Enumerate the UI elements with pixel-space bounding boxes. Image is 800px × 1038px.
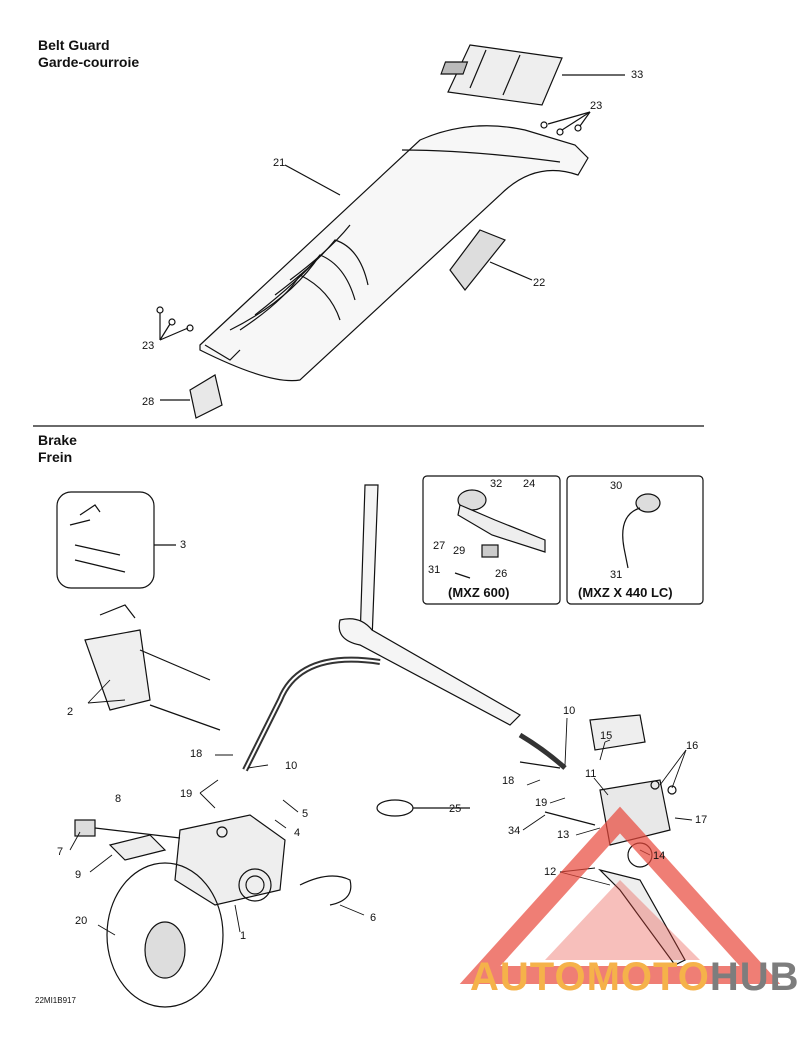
callout-8: 8 (115, 793, 122, 805)
callout-10-right: 10 (563, 705, 576, 717)
callout-29: 29 (453, 545, 466, 557)
callout-18-left: 18 (190, 748, 203, 760)
bracket-28 (160, 374, 223, 419)
brake-title-en: Brake (38, 432, 77, 448)
callout-28: 28 (142, 396, 155, 408)
brake-title: Brake Frein (38, 432, 77, 466)
leader-lines (69, 679, 693, 936)
brake-disc-20 (106, 862, 224, 1008)
callout-4: 4 (294, 827, 301, 839)
variant-mxzx440: (MXZ X 440 LC) (578, 585, 673, 600)
brake-title-fr: Frein (38, 449, 73, 465)
callout-32: 32 (490, 478, 503, 490)
callout-33: 33 (631, 69, 644, 81)
watermark-logo: AUTOMOTOHUB (470, 955, 800, 1000)
belt-guard-title-en: Belt Guard (38, 37, 110, 53)
callout-1: 1 (240, 930, 247, 942)
inset-mxzx440 (566, 475, 704, 605)
callout-10-left: 10 (285, 760, 298, 772)
callout-31-mxzx440: 31 (610, 569, 623, 581)
callout-24: 24 (523, 478, 536, 490)
callout-22: 22 (533, 277, 546, 289)
callout-15: 15 (600, 730, 613, 742)
callout-6: 6 (370, 912, 377, 924)
callout-34: 34 (508, 825, 521, 837)
callout-23-top: 23 (590, 100, 603, 112)
callout-14: 14 (653, 850, 666, 862)
belt-guard-title-fr: Garde-courroie (38, 54, 140, 70)
callout-7: 7 (57, 846, 64, 858)
lever-7-9 (74, 819, 181, 861)
callout-11: 11 (585, 768, 597, 780)
inset-pins-3 (56, 491, 176, 589)
caliper-1 (174, 814, 286, 906)
callout-18-right: 18 (502, 775, 515, 787)
callout-31-mxz600: 31 (428, 564, 441, 576)
decal-33 (440, 44, 625, 106)
callout-27: 27 (433, 540, 446, 552)
callout-26: 26 (495, 568, 508, 580)
callout-30: 30 (610, 480, 623, 492)
decal-22 (449, 229, 533, 291)
fasteners-23 (156, 111, 591, 341)
callout-5: 5 (302, 808, 309, 820)
callout-16: 16 (686, 740, 699, 752)
belt-guard-21 (199, 125, 589, 382)
watermark-part2: MOTO (586, 955, 710, 999)
handlebar (338, 484, 521, 726)
bracket-2 (84, 604, 221, 731)
belt-guard-title: Belt Guard Garde-courroie (38, 37, 139, 71)
callout-3: 3 (180, 539, 187, 551)
callout-19-right: 19 (535, 797, 548, 809)
callout-21: 21 (273, 157, 286, 169)
watermark-part1: AUTO (470, 955, 587, 999)
inset-mxz600 (422, 475, 561, 605)
brake-hose-10 (242, 656, 567, 772)
callout-2: 2 (67, 706, 74, 718)
watermark-triangle (459, 806, 781, 984)
watermark-part3: HUB (709, 955, 800, 999)
hose-clip-6 (299, 875, 352, 906)
callout-23-left: 23 (142, 340, 155, 352)
callout-17: 17 (695, 814, 708, 826)
callout-20: 20 (75, 915, 88, 927)
callout-19-left: 19 (180, 788, 193, 800)
callout-13: 13 (557, 829, 570, 841)
variant-mxz600: (MXZ 600) (448, 585, 510, 600)
callout-9: 9 (75, 869, 82, 881)
callout-25: 25 (449, 803, 462, 815)
figure-code: 22MI1B917 (35, 996, 76, 1005)
callout-12: 12 (544, 866, 557, 878)
